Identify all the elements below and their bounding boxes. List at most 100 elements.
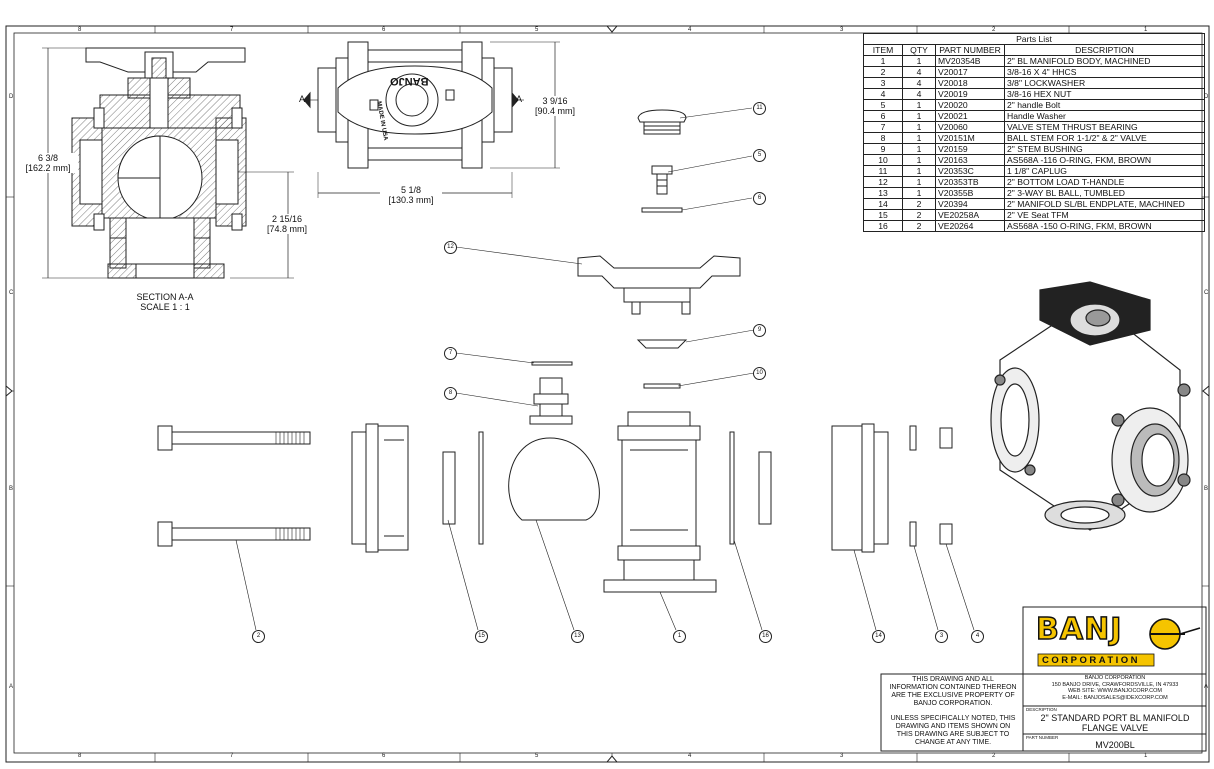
zone-bottom-3: 3 (840, 753, 844, 759)
qty-cell: 1 (902, 154, 936, 166)
description-cell: 1 1/8" CAPLUG (1004, 165, 1205, 177)
description-cell: 3/8-16 HEX NUT (1004, 88, 1205, 100)
balloon-9: 9 (753, 324, 766, 337)
zone-left-a: A (9, 684, 14, 690)
description-cell: 2" VE Seat TFM (1004, 209, 1205, 221)
part-number-cell: V20353TB (935, 176, 1005, 188)
qty-cell: 4 (902, 66, 936, 78)
zone-top-8: 8 (78, 27, 82, 33)
drawing-description: 2" STANDARD PORT BL MANIFOLD FLANGE VALV… (1040, 713, 1190, 733)
description-cell: 3/8" LOCKWASHER (1004, 77, 1205, 89)
part-number-cell: V20018 (935, 77, 1005, 89)
description-cell: VALVE STEM THRUST BEARING (1004, 121, 1205, 133)
change-note: UNLESS SPECIFICALLY NOTED, THIS DRAWING … (890, 715, 1016, 746)
isometric-view (990, 281, 1191, 531)
item-cell: 1 (863, 55, 903, 67)
banjo-logo-text: BANJ (1035, 611, 1123, 648)
part-number-cell: V20021 (935, 110, 1005, 122)
description-label: DESCRIPTION (1026, 707, 1057, 712)
zone-top-3: 3 (840, 27, 844, 33)
part-number-cell: V20394 (935, 198, 1005, 210)
part-number-cell: V20020 (935, 99, 1005, 111)
qty-cell: 1 (902, 99, 936, 111)
item-cell: 7 (863, 121, 903, 133)
part-number-cell: V20159 (935, 143, 1005, 155)
section-height-dimension: 6 3/8 [162.2 mm] (18, 153, 78, 173)
top-view-height-dimension: 3 9/16 [90.4 mm] (528, 96, 582, 116)
col-part-number: PART NUMBER (935, 44, 1005, 56)
section-view (42, 47, 294, 279)
qty-cell: 1 (902, 187, 936, 199)
zone-right-c: C (1204, 290, 1209, 296)
part-number-cell: V20060 (935, 121, 1005, 133)
balloon-15: 15 (475, 630, 488, 643)
item-cell: 9 (863, 143, 903, 155)
balloon-11: 11 (753, 102, 766, 115)
qty-cell: 1 (902, 143, 936, 155)
zone-left-c: C (9, 290, 14, 296)
col-description: DESCRIPTION (1004, 44, 1205, 56)
zone-left-d: D (9, 94, 14, 100)
section-port-dimension: 2 15/16 [74.8 mm] (258, 214, 316, 234)
description-cell: 2" BOTTOM LOAD T-HANDLE (1004, 176, 1205, 188)
zone-right-d: D (1204, 94, 1209, 100)
description-cell: BALL STEM FOR 1-1/2" & 2" VALVE (1004, 132, 1205, 144)
banjo-logo-corporation: CORPORATION (1042, 655, 1141, 666)
zone-top-1: 1 (1144, 27, 1148, 33)
zone-top-7: 7 (230, 27, 234, 33)
cast-text-banjo: BANJO (390, 75, 429, 87)
part-number-cell: MV20354B (935, 55, 1005, 67)
description-cell: AS568A -150 O-RING, FKM, BROWN (1004, 220, 1205, 232)
part-number-cell: V20355B (935, 187, 1005, 199)
balloon-5: 5 (753, 149, 766, 162)
zone-bottom-6: 6 (382, 753, 386, 759)
exploded-view (157, 109, 953, 593)
item-cell: 5 (863, 99, 903, 111)
zone-top-4: 4 (688, 27, 692, 33)
drawing-part-number: MV200BL (1095, 740, 1135, 750)
zone-bottom-2: 2 (992, 753, 996, 759)
description-cell: AS568A -116 O-RING, FKM, BROWN (1004, 154, 1205, 166)
qty-cell: 1 (902, 132, 936, 144)
section-mark-left: A (299, 94, 306, 104)
part-number-cell: V20151M (935, 132, 1005, 144)
description-cell: 2" 3-WAY BL BALL, TUMBLED (1004, 187, 1205, 199)
part-number-cell: V20017 (935, 66, 1005, 78)
banjo-logo-mark (1037, 618, 1201, 667)
description-cell: 2" STEM BUSHING (1004, 143, 1205, 155)
top-view (303, 41, 560, 198)
item-cell: 13 (863, 187, 903, 199)
balloon-4: 4 (971, 630, 984, 643)
item-cell: 2 (863, 66, 903, 78)
part-number-cell: VE20258A (935, 209, 1005, 221)
section-caption: SECTION A-A SCALE 1 : 1 (136, 292, 194, 312)
balloon-16: 16 (759, 630, 772, 643)
zone-top-6: 6 (382, 27, 386, 33)
balloon-1: 1 (673, 630, 686, 643)
description-cell: 2" handle Bolt (1004, 99, 1205, 111)
parts-list-table: Parts List ITEM QTY PART NUMBER DESCRIPT… (863, 33, 1205, 232)
qty-cell: 1 (902, 110, 936, 122)
qty-cell: 1 (902, 121, 936, 133)
item-cell: 16 (863, 220, 903, 232)
col-qty: QTY (902, 44, 936, 56)
description-cell: Handle Washer (1004, 110, 1205, 122)
zone-top-5: 5 (535, 27, 539, 33)
item-cell: 14 (863, 198, 903, 210)
balloon-6: 6 (753, 192, 766, 205)
item-cell: 4 (863, 88, 903, 100)
item-cell: 15 (863, 209, 903, 221)
item-cell: 3 (863, 77, 903, 89)
item-cell: 12 (863, 176, 903, 188)
